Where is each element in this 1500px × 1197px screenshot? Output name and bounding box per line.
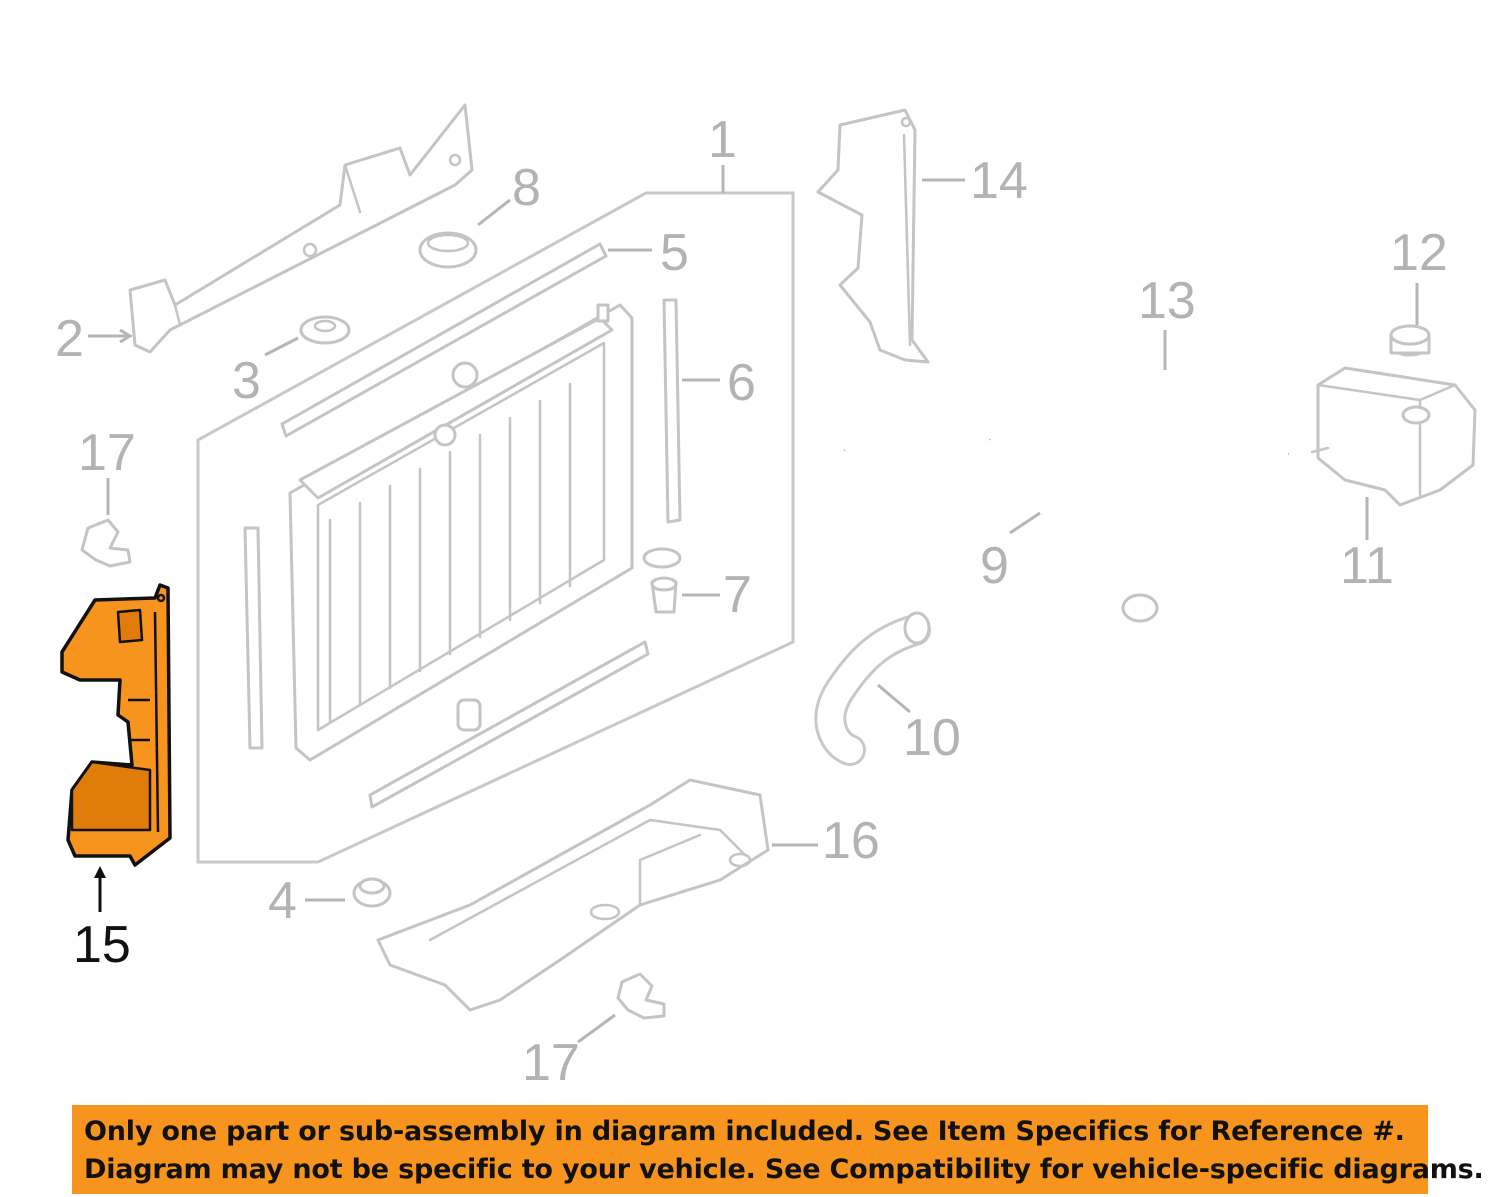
callout-12: 12 xyxy=(1390,224,1448,282)
radiator-assembly-outline xyxy=(196,191,795,864)
lower-hose-10 xyxy=(814,611,931,766)
grommet-4 xyxy=(352,877,392,908)
radiator-cap-8 xyxy=(418,231,478,269)
callout-1: 1 xyxy=(708,111,737,169)
callout-10: 10 xyxy=(903,709,961,767)
radiator-fins xyxy=(328,382,572,724)
callout-2: 2 xyxy=(55,310,84,368)
callout-3: 3 xyxy=(232,352,261,410)
lower-cover-16 xyxy=(376,778,770,1012)
disclaimer-banner: Only one part or sub-assembly in diagram… xyxy=(72,1105,1484,1194)
callout-8: 8 xyxy=(512,159,541,217)
callout-17a: 17 xyxy=(78,424,136,482)
disclaimer-line-2: Diagram may not be specific to your vehi… xyxy=(84,1154,1484,1185)
disclaimer-line-1: Only one part or sub-assembly in diagram… xyxy=(84,1116,1405,1147)
callout-4: 4 xyxy=(268,872,297,930)
callout-7: 7 xyxy=(723,566,752,624)
air-guide-14 xyxy=(816,108,930,364)
grommet-3 xyxy=(299,315,351,345)
clip-17a xyxy=(80,518,132,568)
radiator-assembly-group xyxy=(196,191,795,864)
callout-6: 6 xyxy=(727,354,756,412)
mount-7a xyxy=(642,547,682,569)
parts-diagram: 1 2 3 4 5 6 7 8 9 10 11 12 13 14 15 16 1… xyxy=(55,103,1477,1092)
seal-6 xyxy=(662,298,682,524)
radiator-core xyxy=(288,303,634,762)
callout-13: 13 xyxy=(1138,272,1196,330)
reservoir-cap-12 xyxy=(1389,324,1431,357)
highlighted-air-guide-15 xyxy=(60,583,172,867)
callout-5: 5 xyxy=(660,224,689,282)
upper-hose-9 xyxy=(979,432,1159,623)
callout-11: 11 xyxy=(1340,537,1394,595)
callout-17b: 17 xyxy=(522,1034,580,1092)
clip-17b xyxy=(616,972,666,1020)
callout-16: 16 xyxy=(822,812,880,870)
seal-5 xyxy=(280,242,608,438)
callout-9: 9 xyxy=(980,537,1009,595)
upper-support-2 xyxy=(128,103,474,354)
callout-15: 15 xyxy=(73,916,131,974)
overflow-hose-13 xyxy=(843,373,1290,456)
callout-14: 14 xyxy=(970,152,1028,210)
reservoir-tank-11 xyxy=(1310,366,1477,507)
leader-lines xyxy=(88,165,1419,1044)
